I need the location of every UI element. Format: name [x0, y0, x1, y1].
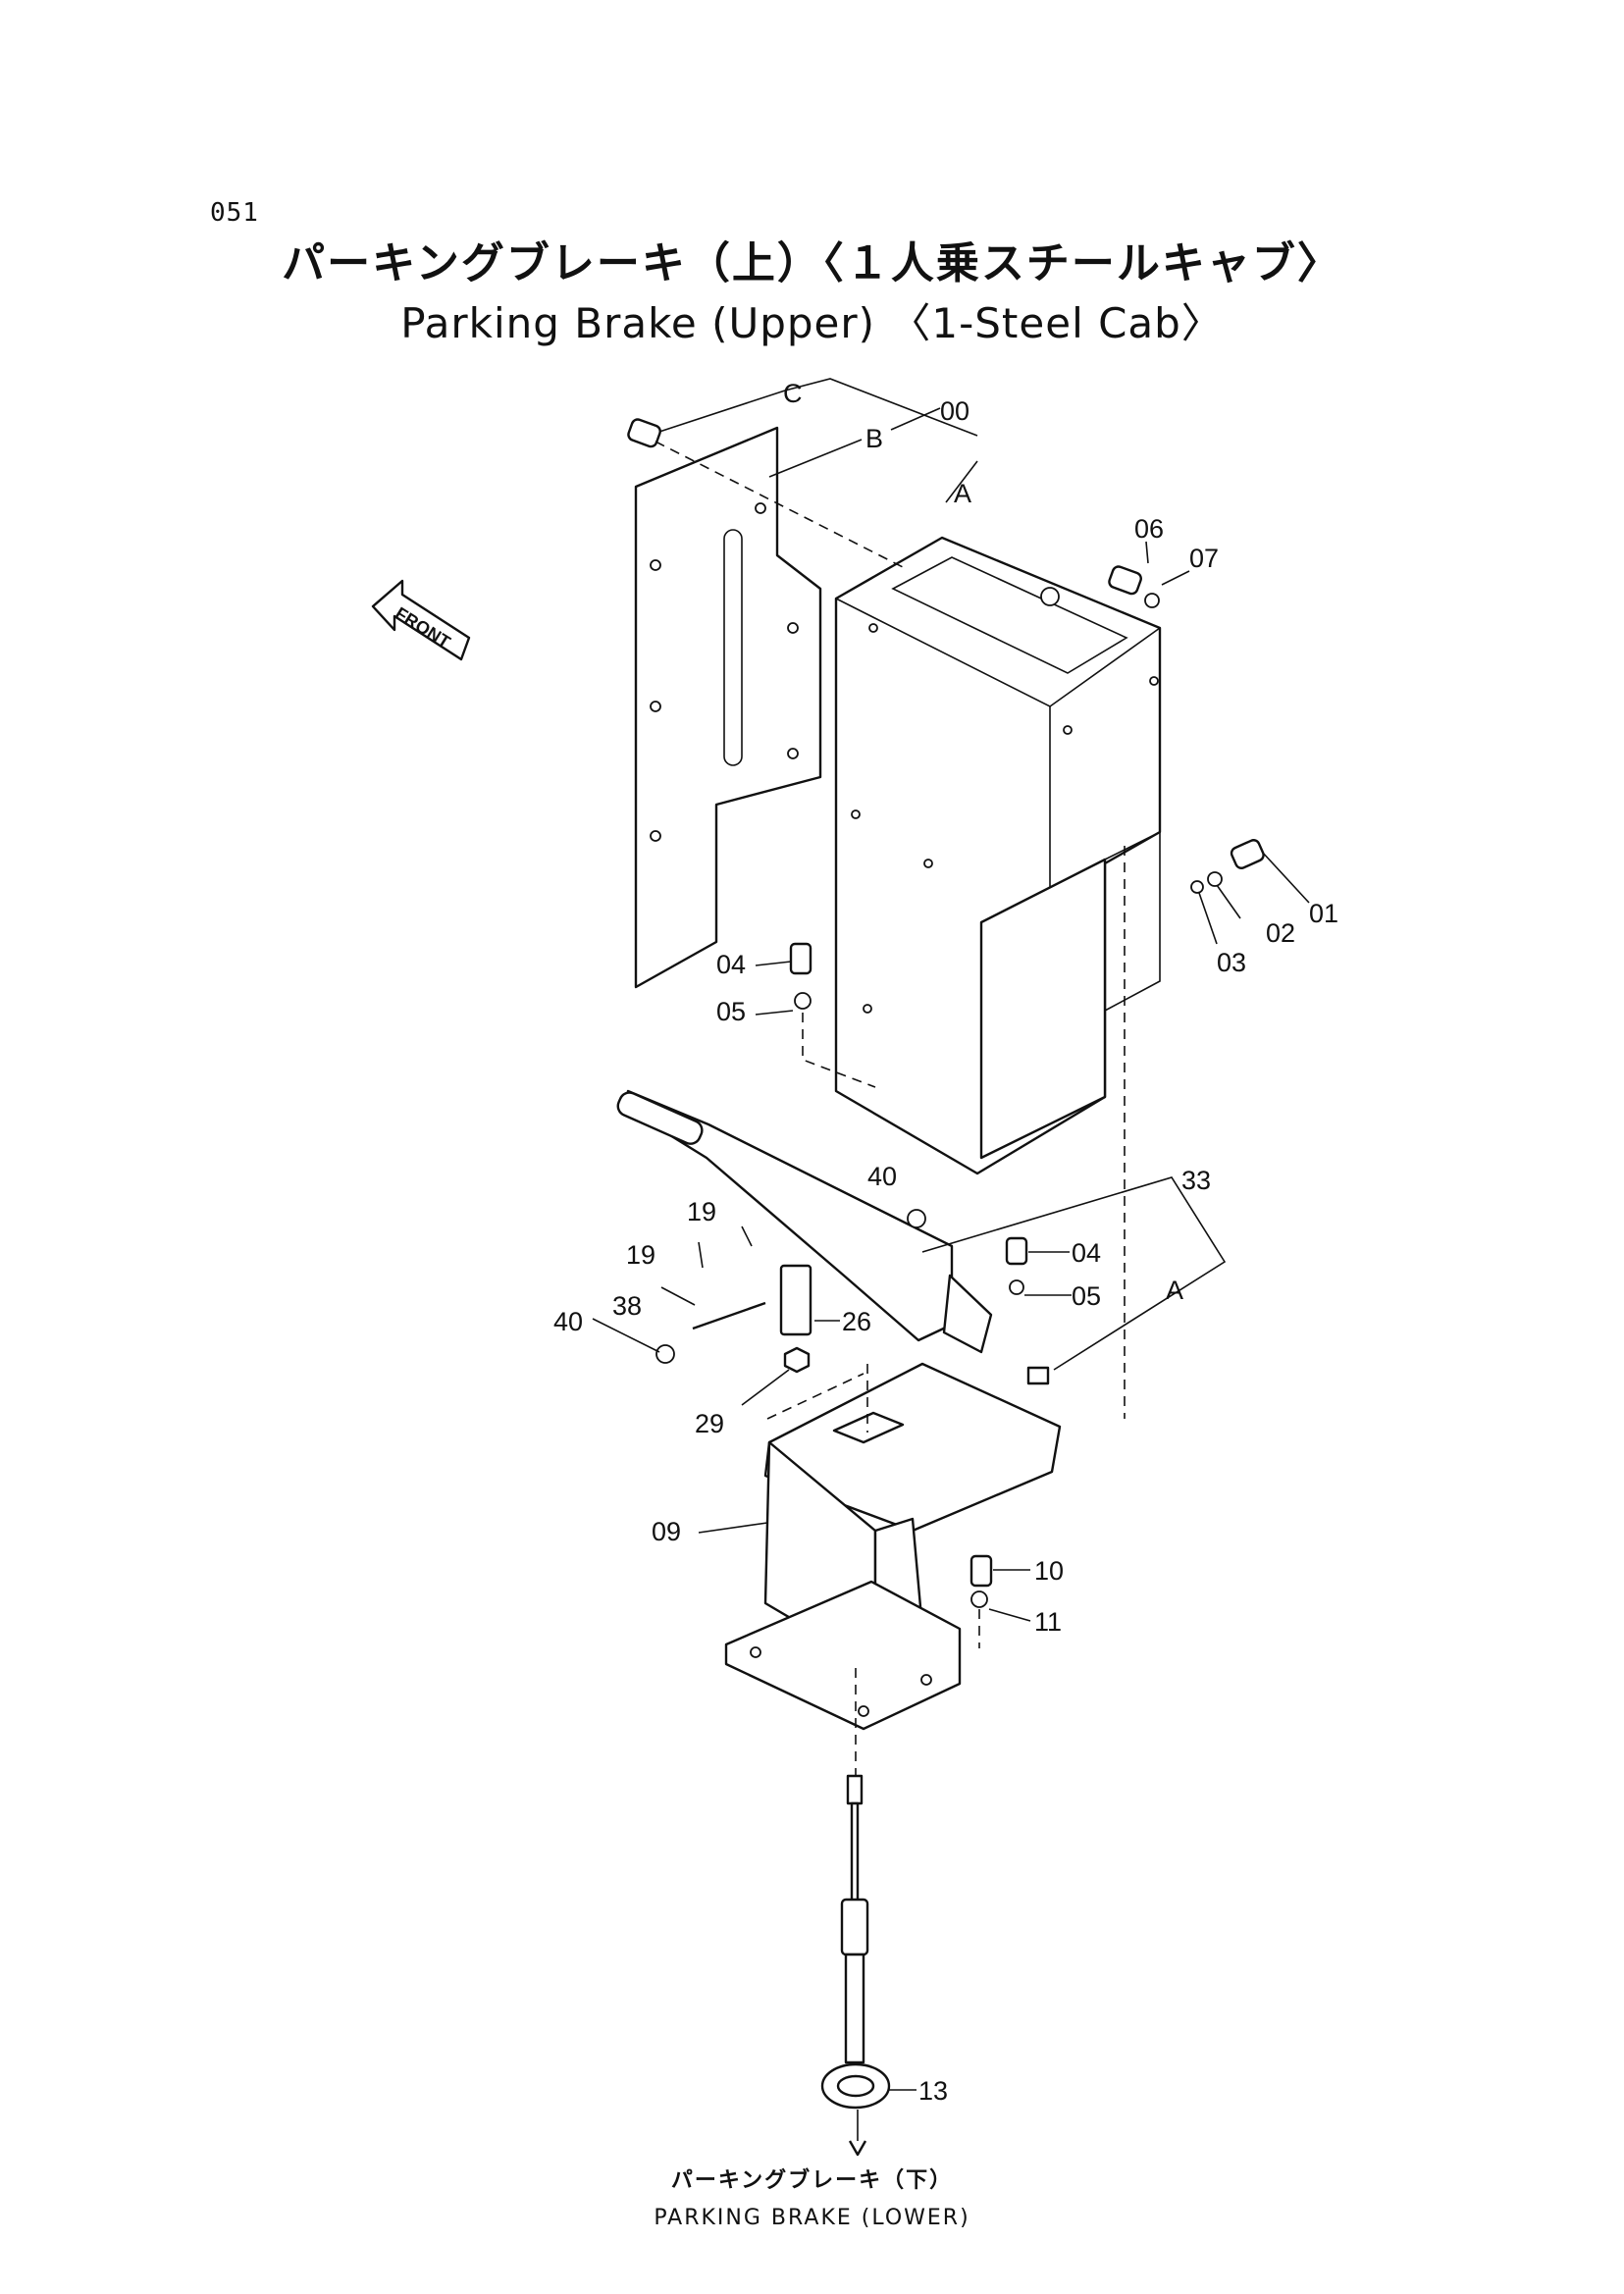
- callout-10: 10: [1034, 1556, 1064, 1586]
- leader-lines: [592, 378, 1310, 2091]
- title-english: Parking Brake (Upper) 〈1-Steel Cab〉: [400, 299, 1224, 347]
- callout-b: B: [865, 424, 883, 453]
- footer-english: PARKING BRAKE (LOWER): [654, 2206, 970, 2230]
- brake-cable: [820, 1774, 891, 2157]
- brake-lever: [616, 1089, 993, 1354]
- callout-29: 29: [695, 1409, 724, 1438]
- callout-13: 13: [918, 2076, 948, 2106]
- title-japanese: パーキングブレーキ（上）〈１人乗スチールキャブ〉: [282, 238, 1342, 288]
- callout-38: 38: [612, 1291, 642, 1321]
- callout-labels: C B 00 A 06 07 01 02 03 04 05 40 33 19 1…: [553, 379, 1338, 2106]
- callout-09: 09: [652, 1517, 681, 1546]
- callout-40-upper: 40: [867, 1162, 897, 1191]
- callout-05-lower: 05: [1072, 1281, 1101, 1311]
- callout-06: 06: [1134, 514, 1164, 544]
- fasteners: [627, 418, 1265, 1608]
- callout-00: 00: [940, 396, 969, 426]
- callout-19-upper: 19: [687, 1197, 716, 1226]
- alignment-lines: [655, 441, 1126, 1776]
- side-panel: [634, 426, 822, 989]
- bracket: [724, 1362, 1062, 1731]
- callout-11: 11: [1034, 1607, 1062, 1637]
- page-number: 051: [210, 198, 259, 228]
- callout-c: C: [783, 379, 803, 408]
- callout-04-upper: 04: [716, 950, 746, 979]
- callout-a-lower: A: [1166, 1276, 1183, 1305]
- callout-03: 03: [1217, 948, 1246, 977]
- callout-07: 07: [1189, 544, 1219, 573]
- callout-a-top: A: [954, 479, 971, 508]
- callout-33: 33: [1181, 1166, 1211, 1195]
- footer-japanese: パーキングブレーキ（下）: [670, 2168, 954, 2193]
- console-box: [834, 536, 1162, 1175]
- callout-04-lower: 04: [1072, 1238, 1101, 1268]
- callout-01: 01: [1309, 899, 1338, 928]
- front-arrow-icon: FRONT: [371, 579, 471, 661]
- callout-40-lower: 40: [553, 1307, 583, 1336]
- callout-19-lower: 19: [626, 1240, 655, 1270]
- callout-02: 02: [1266, 918, 1295, 948]
- callout-26: 26: [842, 1307, 871, 1336]
- callout-05-upper: 05: [716, 997, 746, 1026]
